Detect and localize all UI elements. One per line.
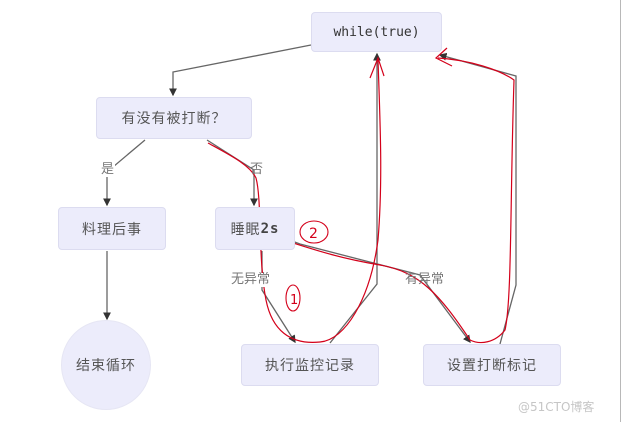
node-set-interrupt-flag: 设置打断标记 — [423, 344, 561, 386]
node-monitor-record: 执行监控记录 — [241, 344, 379, 386]
node-set-interrupt-flag-label: 设置打断标记 — [447, 358, 537, 374]
node-end-loop-label: 结束循环 — [76, 358, 136, 374]
node-while-true-label: while(true) — [333, 24, 420, 40]
node-interrupted-check: 有没有被打断？ — [96, 97, 252, 139]
node-end-loop: 结束循环 — [61, 320, 151, 410]
edge-no — [206, 139, 258, 207]
edge-label-no: 否 — [250, 162, 264, 177]
node-monitor-record-label: 执行监控记录 — [265, 358, 355, 374]
node-sleep-label-text: 睡眠 — [230, 221, 261, 238]
edge-setflag-to-while — [438, 52, 517, 345]
node-sleep-label-num: 2s — [260, 220, 280, 237]
node-cleanup: 料理后事 — [58, 207, 166, 250]
marker-1-text: 1 — [290, 293, 298, 308]
red-arrow-head-1 — [369, 56, 385, 79]
edge-monitor-to-while — [329, 52, 381, 344]
edge-label-yes: 是 — [100, 162, 116, 177]
marker-2-circle — [299, 220, 329, 244]
edge-while-to-interrupted — [169, 44, 312, 97]
right-border-line — [620, 0, 621, 422]
watermark: @51CTO博客 — [518, 400, 595, 414]
node-cleanup-label: 料理后事 — [82, 221, 142, 238]
marker-2-text: 2 — [309, 226, 318, 242]
marker-1-circle — [285, 284, 301, 312]
node-interrupted-check-label: 有没有被打断？ — [121, 111, 227, 127]
node-while-true: while(true) — [311, 12, 442, 52]
edge-exception — [267, 231, 471, 344]
red-annotation-path-2 — [257, 57, 515, 344]
edge-label-no-exception: 无异常 — [230, 272, 272, 287]
red-annotation-path-1 — [207, 59, 382, 343]
edge-label-exception: 有异常 — [405, 272, 445, 287]
red-arrow-head-2 — [434, 47, 453, 67]
